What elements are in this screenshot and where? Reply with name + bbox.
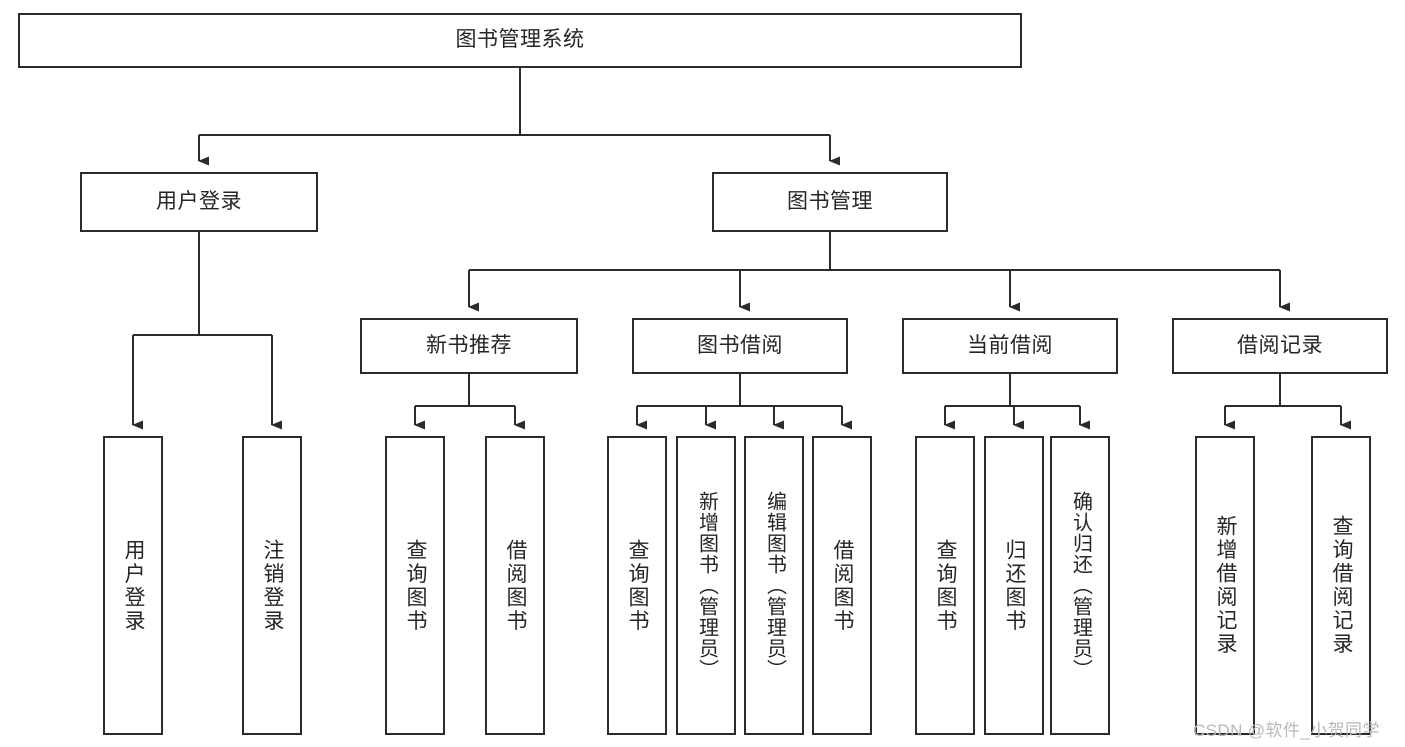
node-label: 查询借阅记录 (1330, 515, 1354, 656)
leaf-leaf-borrow-book-1[interactable]: 借阅图书 (485, 436, 545, 735)
node-label: 借阅图书 (504, 538, 528, 633)
leaf-leaf-confirm-return[interactable]: 确认归还（管理员） (1050, 436, 1110, 735)
node-new-book-recommend[interactable]: 新书推荐 (360, 318, 578, 374)
node-label: 查询图书 (404, 538, 428, 633)
node-label: 图书管理 (787, 189, 873, 213)
leaf-leaf-borrow-book-2[interactable]: 借阅图书 (812, 436, 872, 735)
csdn-watermark: CSDN @软件_小贺同学 (1193, 721, 1380, 740)
node-label: 用户登录 (122, 538, 146, 633)
node-label: 图书借阅 (697, 333, 783, 357)
node-current-borrow[interactable]: 当前借阅 (902, 318, 1118, 374)
node-label: 当前借阅 (967, 333, 1053, 357)
node-label: 注销登录 (261, 538, 285, 633)
node-label: 借阅图书 (831, 538, 855, 633)
node-label: 编辑图书（管理员） (763, 491, 786, 680)
node-label: 新书推荐 (426, 333, 512, 357)
node-label: 新增借阅记录 (1214, 515, 1238, 656)
leaf-leaf-add-record[interactable]: 新增借阅记录 (1195, 436, 1255, 735)
node-borrow-record[interactable]: 借阅记录 (1172, 318, 1388, 374)
node-label: 查询图书 (934, 538, 958, 633)
leaf-leaf-user-login[interactable]: 用户登录 (103, 436, 163, 735)
node-user-login[interactable]: 用户登录 (80, 172, 318, 232)
leaf-leaf-return-book[interactable]: 归还图书 (984, 436, 1044, 735)
node-label: 归还图书 (1003, 538, 1027, 633)
node-root[interactable]: 图书管理系统 (18, 13, 1022, 68)
node-label: 确认归还（管理员） (1069, 491, 1092, 680)
node-label: 查询图书 (626, 538, 650, 633)
node-book-borrow[interactable]: 图书借阅 (632, 318, 848, 374)
leaf-leaf-query-record[interactable]: 查询借阅记录 (1311, 436, 1371, 735)
node-label: 图书管理系统 (455, 28, 585, 52)
node-label: 借阅记录 (1237, 333, 1323, 357)
leaf-leaf-query-book-2[interactable]: 查询图书 (607, 436, 667, 735)
node-label: 用户登录 (156, 189, 242, 213)
node-label: 新增图书（管理员） (695, 491, 718, 680)
leaf-leaf-logout[interactable]: 注销登录 (242, 436, 302, 735)
leaf-leaf-edit-book[interactable]: 编辑图书（管理员） (744, 436, 804, 735)
leaf-leaf-query-book-1[interactable]: 查询图书 (385, 436, 445, 735)
leaf-leaf-add-book[interactable]: 新增图书（管理员） (676, 436, 736, 735)
leaf-leaf-query-book-3[interactable]: 查询图书 (915, 436, 975, 735)
node-book-manage[interactable]: 图书管理 (712, 172, 948, 232)
